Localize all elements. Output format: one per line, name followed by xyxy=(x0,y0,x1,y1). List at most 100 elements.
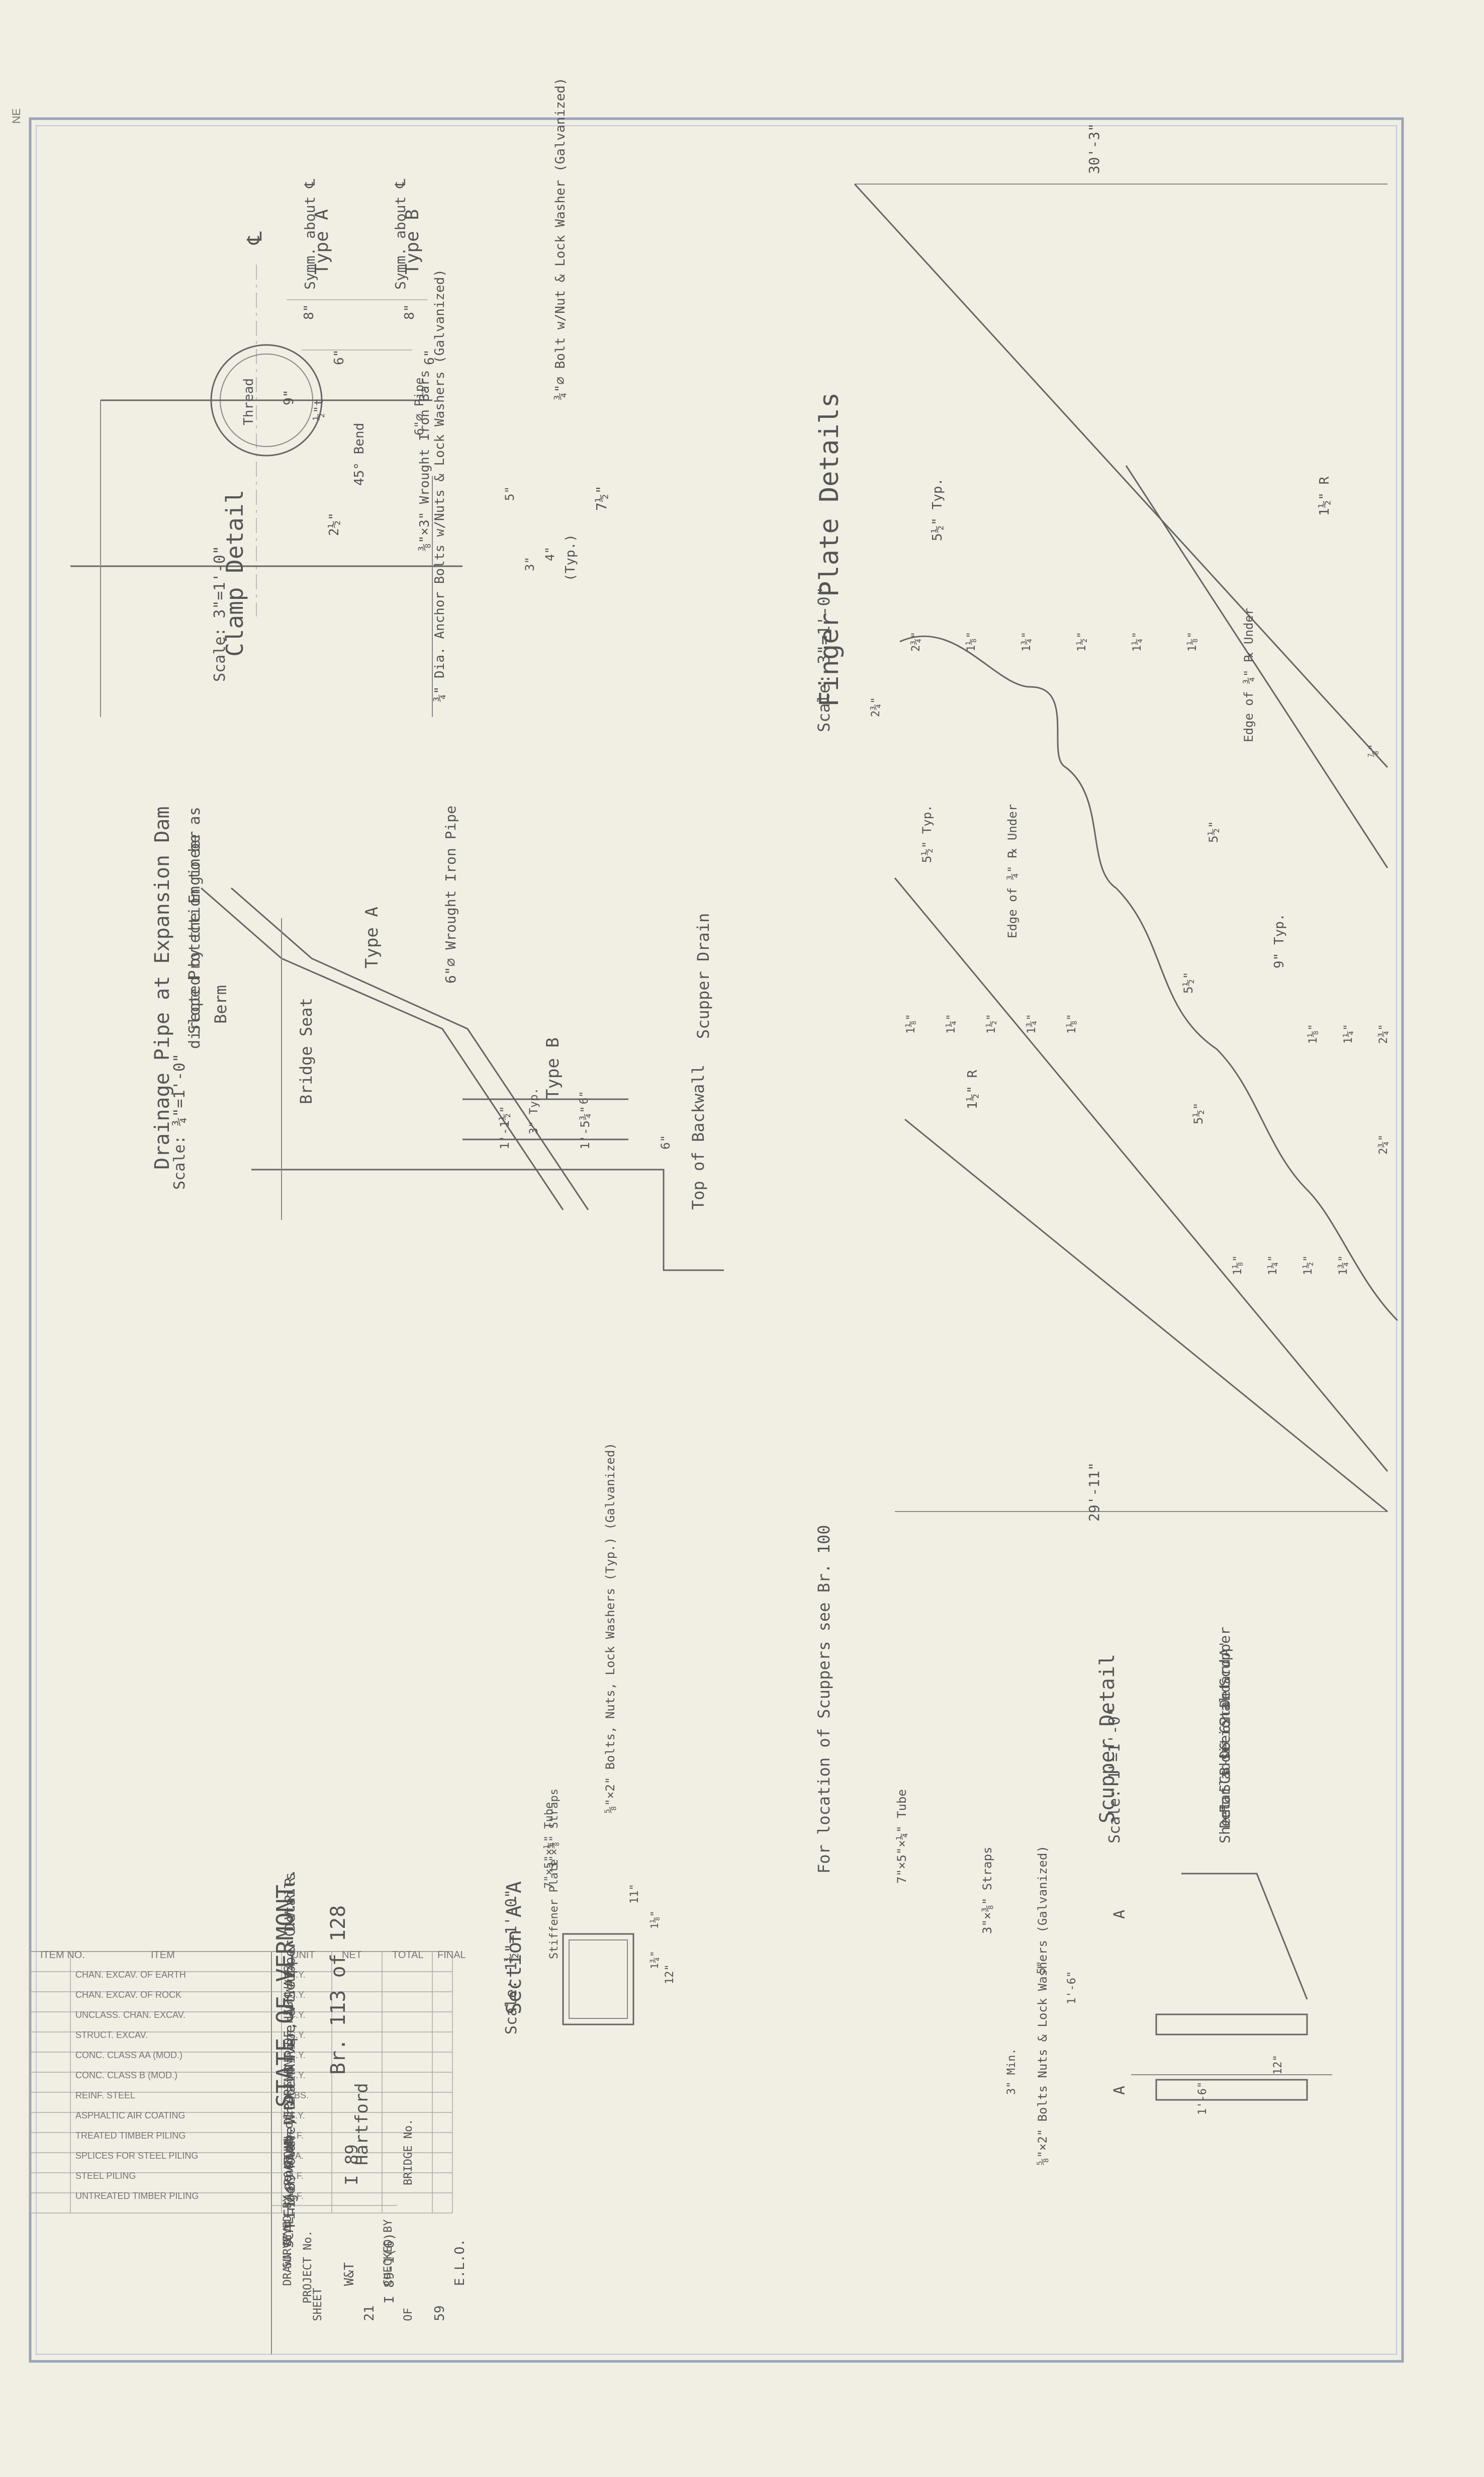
section-aa-stiffener: Stiffener Plate xyxy=(548,1859,561,1959)
drain-scale: Scale: ¾"=1'-0" xyxy=(171,1053,189,1190)
finger-dim-value: 1⅛" xyxy=(965,632,978,652)
clamp-dim-9: 9" xyxy=(282,389,297,405)
scupper-dim-min: 3" Min. xyxy=(1005,2048,1018,2095)
qty-unit: L.F. xyxy=(289,2131,304,2141)
section-aa-tube xyxy=(562,1933,634,2025)
drain-dim-b: 1'-5¾" xyxy=(578,1106,592,1149)
qty-header: ITEM xyxy=(151,1950,175,1961)
drain-dim-a: 1'-1½" xyxy=(498,1106,512,1149)
bridge-seat xyxy=(251,1169,724,1271)
finger-edge-1: Edge of ¾" ℞ Under xyxy=(1242,607,1256,742)
qty-item: UNCLASS. CHAN. EXCAV. xyxy=(75,2010,186,2020)
clamp-bolt-note: ¾"⌀ Bolt w/Nut & Lock Washer (Galvanized… xyxy=(553,77,568,400)
scupper-section-a-top: A xyxy=(1111,1909,1129,1919)
section-aa-tube-inner xyxy=(569,1939,628,2019)
drain-type-b-label: Type B xyxy=(543,1037,563,1099)
qty-item: CONC. CLASS AA (MOD.) xyxy=(75,2050,182,2060)
finger-typ-2: 5½" Typ. xyxy=(920,805,934,863)
finger-dim-value: 1¾" xyxy=(1021,632,1033,652)
finger-dim-value: 1⅛" xyxy=(1307,1024,1320,1044)
finger-diag: ⅞" xyxy=(1367,744,1380,758)
finger-plate-edge-3 xyxy=(894,877,1388,1472)
qty-unit: EA. xyxy=(289,2151,304,2161)
tb-drawn-label: DRAWN BY xyxy=(282,2233,294,2286)
finger-side-1: 2¾" xyxy=(870,697,882,717)
finger-dim-value: 2¾" xyxy=(910,632,922,652)
qty-unit: C.Y. xyxy=(289,2010,306,2020)
qty-unit: S.Y. xyxy=(289,2110,305,2120)
scupper-tube xyxy=(1155,2079,1308,2101)
tb-checked-value: E.L.O. xyxy=(452,2239,468,2286)
qty-item: SPLICES FOR STEEL PILING xyxy=(75,2151,198,2161)
drain-pipe-note: 6"⌀ Wrought Iron Pipe xyxy=(442,805,459,984)
clamp-typ-label: (Typ.) xyxy=(563,534,578,581)
clamp-type-a-sub: Symm. about ℄ xyxy=(302,179,318,290)
drain-pipe-type-a xyxy=(201,887,564,1210)
section-aa-dim-b: 1¾" xyxy=(648,1951,661,1969)
finger-bottom-dim-label: 29'-11" xyxy=(1086,1462,1102,1522)
clamp-dim-8a: 8" xyxy=(302,304,317,320)
qty-item: STEEL PILING xyxy=(75,2171,136,2181)
scupper-dim-1-6b: 1'-6" xyxy=(1196,2081,1209,2115)
finger-dim-value: 1⅛" xyxy=(1186,632,1199,652)
finger-dim-value: 1⅛" xyxy=(1232,1255,1244,1275)
scupper-section-a-bottom: A xyxy=(1111,2085,1129,2095)
qty-header: UNIT xyxy=(292,1950,315,1961)
finger-dim-value: 1¾" xyxy=(1026,1014,1038,1034)
finger-r-2: 1½" R xyxy=(965,1070,980,1109)
drain-dim-typ: 3" Typ. xyxy=(528,1088,540,1134)
drain-scupper-label: Scupper Drain xyxy=(694,913,713,1039)
clamp-dim-half: ½"t xyxy=(312,398,326,420)
section-aa-bolts: ⅝"×2" Bolts, Nuts, Lock Washers (Typ.) (… xyxy=(603,1443,617,1813)
centerline-symbol: ℄ xyxy=(243,231,266,245)
drain-bridge-seat-label: Bridge Seat xyxy=(297,998,316,1104)
clamp-anchor-note: ¾" Dia. Anchor Bolts w/Nuts & Lock Washe… xyxy=(432,269,447,702)
tb-total-value: 59 xyxy=(432,2305,447,2321)
section-aa-scale: Scale: 1½"=1'-0" xyxy=(503,1889,520,2034)
qty-unit: C.Y. xyxy=(289,1990,306,2000)
scupper-detail xyxy=(562,1873,1332,2101)
scupper-tube-label: 7"×5"×¼" Tube xyxy=(895,1789,909,1884)
scupper-dim-5: 5" xyxy=(1036,1961,1048,1975)
finger-plate-profile xyxy=(899,635,1399,1321)
clamp-dim-7half: 7½" xyxy=(593,485,610,511)
clamp-bars-label: ⅜"×3" Wrought Iron Bars xyxy=(417,370,432,551)
clamp-dim-2half: 2½" xyxy=(327,512,342,536)
tb-road-value: I 89 xyxy=(342,2144,362,2185)
tb-of-label: OF xyxy=(402,2308,415,2322)
clamp-dim-3: 3" xyxy=(523,557,537,571)
finger-typ-9: 9" Typ. xyxy=(1272,913,1287,968)
qty-item: CONC. CLASS B (MOD.) xyxy=(75,2070,177,2080)
qty-item: STRUCT. EXCAV. xyxy=(75,2030,148,2040)
drain-berm-label: Berm xyxy=(211,985,230,1024)
finger-dim-value: 1¼" xyxy=(945,1014,958,1034)
finger-dim-value: 1⅛" xyxy=(1066,1014,1078,1034)
scupper-straps-label: 3"×⅜" Straps xyxy=(980,1846,994,1934)
finger-top-dim-label: 30'-3" xyxy=(1086,123,1102,174)
finger-dim-value: 1½" xyxy=(985,1014,998,1034)
drain-slope-note-2: directed by the Engineer xyxy=(186,831,204,1049)
qty-header: TOTAL xyxy=(392,1950,424,1961)
tb-sheet-label: SHEET xyxy=(312,2287,324,2321)
scupper-note-3: Sheet SCB-D6-62 Det. 'A' xyxy=(1217,1640,1233,1843)
qty-unit: C.Y. xyxy=(289,2070,306,2080)
finger-typ-1: 5½" Typ. xyxy=(930,478,945,541)
qty-item: REINF. STEEL xyxy=(75,2090,135,2100)
qty-unit: C.Y. xyxy=(289,1970,306,1980)
clamp-dim-5: 5" xyxy=(503,486,517,501)
tb-bridge-no-label: BRIDGE No. xyxy=(402,2118,415,2185)
finger-dim-value: 1⅛" xyxy=(905,1014,917,1034)
margin-stamp: NE xyxy=(10,108,23,124)
finger-dim-value: 2¾" xyxy=(1377,1024,1390,1044)
finger-r-1: 1½" R xyxy=(1317,476,1332,516)
section-aa-dim-11: 11" xyxy=(628,1884,641,1904)
qty-header: FINAL xyxy=(437,1950,466,1961)
scupper-dim-1-6: 1'-6" xyxy=(1066,1971,1078,2004)
tb-bridge-label: Br. 113 of 128 xyxy=(327,1905,350,2075)
finger-edge-2: Edge of ¾" ℞ Under xyxy=(1005,804,1019,938)
clamp-bend-label: 45° Bend xyxy=(352,422,367,486)
finger-dim-value: 1½" xyxy=(1302,1255,1315,1275)
